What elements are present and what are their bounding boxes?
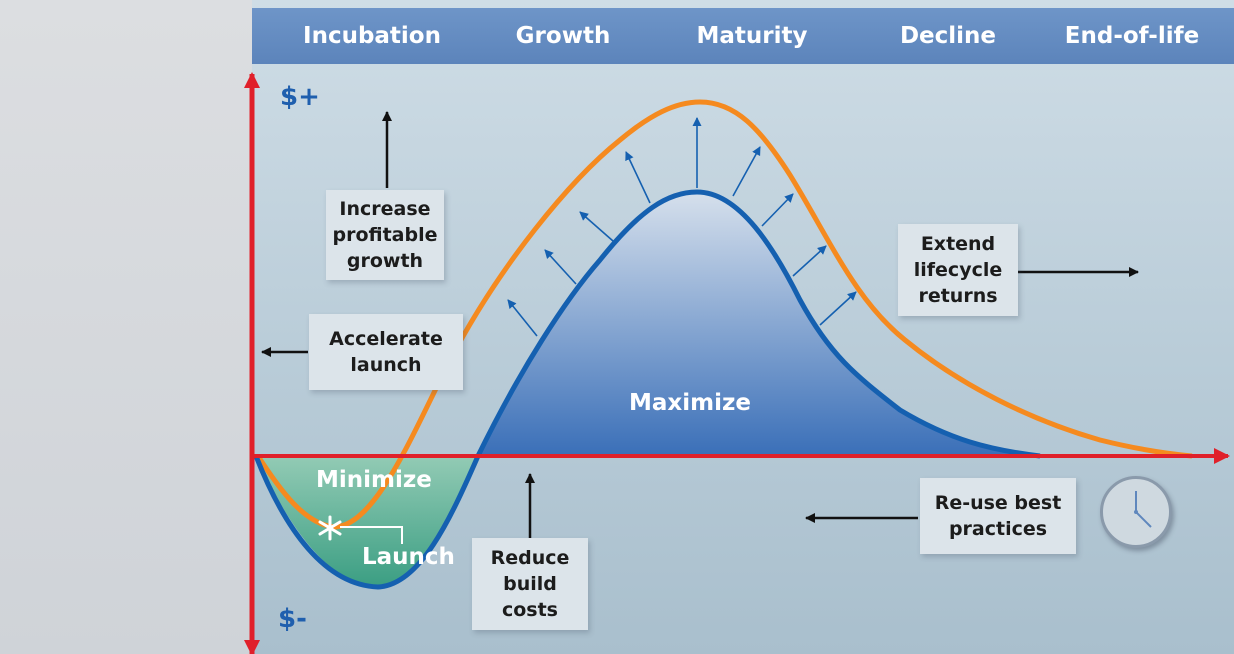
maximize-label: Maximize [629, 390, 751, 416]
launch-bracket [340, 526, 403, 544]
phase-incubation: Incubation [303, 23, 441, 49]
axis-top-label: $+ [280, 82, 320, 112]
minimize-label: Minimize [316, 467, 432, 493]
asterisk-icon [318, 515, 342, 541]
phase-end-of-life: End-of-life [1064, 23, 1200, 49]
maximize-area [478, 192, 1040, 456]
phase-header-bar: Incubation Growth Maturity Decline End-o… [252, 8, 1234, 64]
phase-decline: Decline [899, 23, 997, 49]
increase-growth-text: Increase profitable growth [332, 198, 438, 272]
reduce-costs-text: Reduce build costs [490, 547, 570, 621]
minimize-area [256, 456, 478, 587]
axis-bottom-label: $- [278, 604, 307, 634]
increase-growth-box: Increase profitable growth [326, 190, 444, 280]
phase-maturity: Maturity [696, 23, 808, 49]
left-margin-panel [0, 0, 252, 654]
extended-lifecycle-curve [255, 99, 1193, 530]
reduce-costs-box: Reduce build costs [472, 538, 588, 630]
extend-lifecycle-text: Extend lifecycle returns [913, 233, 1003, 307]
reuse-practices-text: Re-use best practices [934, 492, 1062, 540]
extend-lifecycle-box: Extend lifecycle returns [898, 224, 1018, 316]
accelerate-launch-box: Accelerate launch [309, 314, 463, 390]
reuse-practices-box: Re-use best practices [920, 478, 1076, 554]
base-lifecycle-curve [253, 189, 1041, 590]
growth-arrows [507, 117, 857, 337]
clock-icon [1100, 476, 1172, 548]
phase-growth: Growth [515, 23, 611, 49]
launch-label: Launch [362, 544, 455, 570]
accelerate-launch-text: Accelerate launch [329, 328, 443, 376]
